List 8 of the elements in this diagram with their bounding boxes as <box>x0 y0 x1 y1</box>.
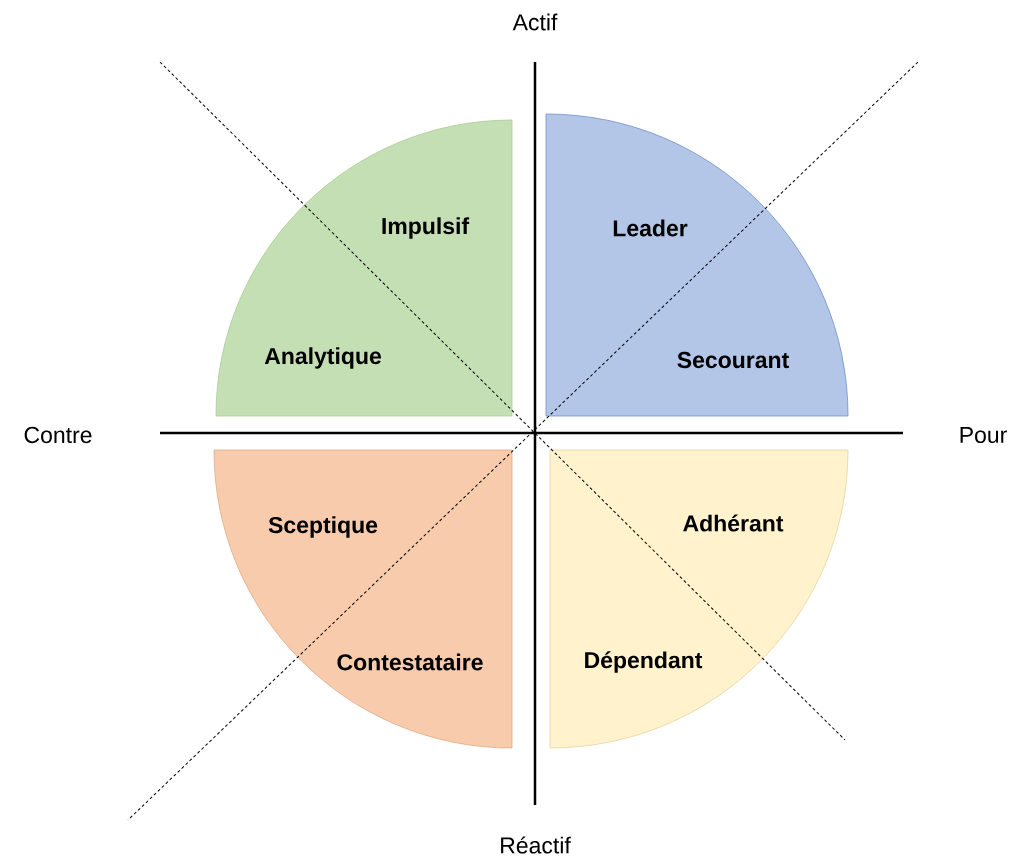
axis-label: Contre <box>24 426 92 444</box>
axis-label: Actif <box>512 13 558 31</box>
axis-label: Réactif <box>501 836 571 854</box>
quadrant-sector: Leader Secourant <box>545 113 849 417</box>
axis-label: Pour <box>960 427 1007 444</box>
quadrant-sector: Impulsif Analytique <box>215 119 513 417</box>
quadrant-sector: Sceptique Contestataire <box>213 449 513 749</box>
quadrant-sector: Adhérant Dépendant <box>549 449 849 749</box>
